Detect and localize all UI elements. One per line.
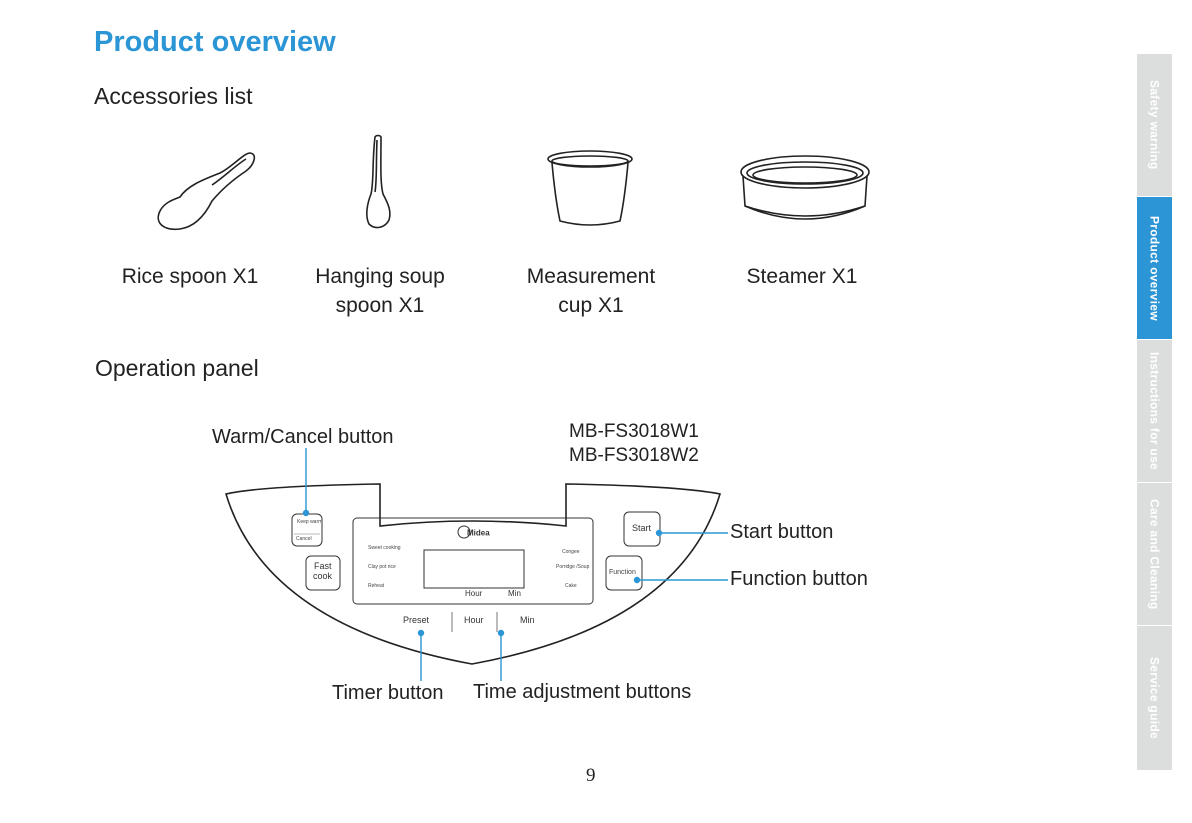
accessory-label-measuring-cup: Measurement cup X1 [501, 262, 681, 320]
accessory-label-line: spoon X1 [335, 294, 425, 317]
callout-warm-cancel: Warm/Cancel button [212, 426, 394, 448]
menu-porridge-soup: Porridge /Soup [556, 564, 590, 570]
lcd-display [423, 549, 525, 589]
callout-function: Function button [730, 568, 868, 590]
menu-reheat: Reheat [368, 583, 385, 589]
accessories-heading: Accessories list [94, 83, 253, 109]
operation-panel-heading: Operation panel [95, 355, 259, 381]
steamer-icon [740, 155, 870, 220]
menu-clay-pot-rice: Clay pot rice [368, 564, 396, 570]
page-title: Product overview [94, 26, 336, 58]
brand-text: Midea [467, 529, 490, 538]
callout-time-adjust: Time adjustment buttons [473, 681, 692, 703]
preset-button[interactable]: Preset [403, 615, 430, 625]
accessory-label-line: Steamer X1 [746, 265, 858, 288]
cancel-label: Cancel [296, 536, 312, 542]
start-button[interactable]: Start [623, 511, 661, 547]
page-number: 9 [586, 765, 596, 786]
accessory-label-rice-spoon: Rice spoon X1 [90, 262, 290, 291]
tab-label: Product overview [1147, 215, 1162, 321]
fast-cook-label-1: Fast [314, 561, 332, 571]
section-sidebar: Safety warning Product overview Instruct… [1137, 53, 1172, 770]
keep-warm-cancel-button[interactable]: Keep warm Cancel [291, 513, 323, 547]
midea-logo: Midea [457, 525, 490, 539]
function-label: Function [609, 569, 636, 576]
accessory-label-line: Hanging soup [315, 265, 445, 288]
accessory-label-line: Measurement [526, 265, 656, 288]
callout-timer: Timer button [332, 682, 444, 704]
tab-label: Service guide [1147, 657, 1162, 739]
menu-congee: Congee [562, 549, 580, 555]
menu-sweet-cooking: Sweet cooking [368, 545, 401, 551]
tab-label: Instructions for use [1147, 351, 1162, 470]
display-hour-label: Hour [465, 589, 483, 598]
fast-cook-button[interactable]: Fast cook [305, 555, 341, 591]
keep-warm-label: Keep warm [297, 519, 322, 525]
tab-label: Safety warning [1147, 80, 1162, 170]
rice-spoon-icon [157, 152, 256, 231]
model-number: MB-FS3018W2 [569, 445, 699, 466]
tab-service-guide[interactable]: Service guide [1137, 625, 1172, 770]
accessory-label-line: Rice spoon X1 [121, 265, 259, 288]
panel-outline [224, 483, 722, 665]
tab-instructions-for-use[interactable]: Instructions for use [1137, 339, 1172, 482]
accessory-label-soup-spoon: Hanging soup spoon X1 [290, 262, 470, 320]
callout-start: Start button [730, 521, 834, 543]
display-min-label: Min [508, 589, 521, 598]
accessory-label-line: cup X1 [558, 294, 624, 317]
min-button[interactable]: Min [520, 615, 535, 625]
soup-spoon-icon [366, 134, 391, 229]
hour-button[interactable]: Hour [464, 615, 484, 625]
function-button[interactable]: Function [605, 555, 643, 591]
start-label: Start [632, 523, 652, 533]
menu-cake: Cake [565, 583, 577, 589]
tab-safety-warning[interactable]: Safety warning [1137, 53, 1172, 196]
operation-panel-diagram: Midea Sweet cooking Clay pot rice Reheat… [224, 483, 722, 665]
measuring-cup-icon [547, 150, 633, 226]
accessory-label-steamer: Steamer X1 [712, 262, 892, 291]
model-number: MB-FS3018W1 [569, 421, 699, 442]
tab-label: Care and Cleaning [1147, 498, 1162, 610]
tab-product-overview[interactable]: Product overview [1137, 196, 1172, 339]
tab-care-and-cleaning[interactable]: Care and Cleaning [1137, 482, 1172, 625]
fast-cook-label-2: cook [313, 571, 333, 581]
inner-panel [352, 517, 594, 605]
model-numbers: MB-FS3018W1 MB-FS3018W2 [569, 420, 699, 468]
